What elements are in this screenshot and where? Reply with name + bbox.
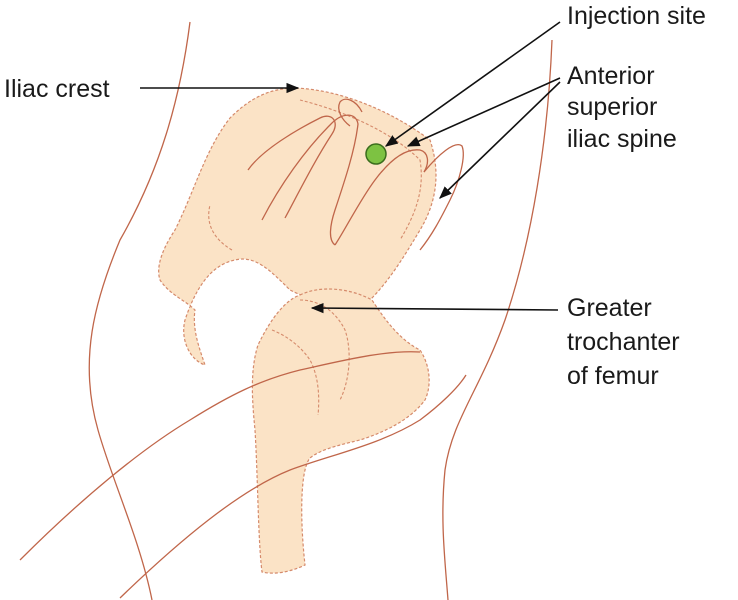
label-iliac-crest: Iliac crest [4,75,110,103]
asis-pointer-1 [406,77,561,147]
label-gt-line2: trochanter [567,328,680,356]
finger-ring [334,149,429,246]
finger-index [247,115,336,219]
injection-site-pointer [384,21,561,147]
label-injection-site: Injection site [567,2,706,30]
wrist-lower [119,374,467,599]
label-asis-line1: Anterior [567,62,655,90]
leader-lines [140,21,561,314]
femur-bone [251,288,430,574]
palm-lower [19,351,421,561]
label-gt-line1: Greater [567,294,652,322]
asis-pointer-2 [439,81,561,199]
injection-site-dot [365,143,387,165]
labels: Injection site Iliac crest Anterior supe… [4,2,706,390]
thumb [338,98,363,127]
ilium-inner-line [299,99,422,241]
front-contour [442,39,553,600]
back-contour [88,21,191,600]
ilium-inner-line-2 [208,204,233,251]
label-gt-line3: of femur [567,362,659,390]
hand [19,98,467,599]
greater-trochanter-pointer [310,302,559,314]
femur [251,288,430,574]
label-asis-line2: superior [567,93,657,121]
body-outline [88,21,553,600]
finger-little [419,144,464,251]
label-asis-line3: iliac spine [567,125,677,153]
finger-middle [261,114,359,246]
